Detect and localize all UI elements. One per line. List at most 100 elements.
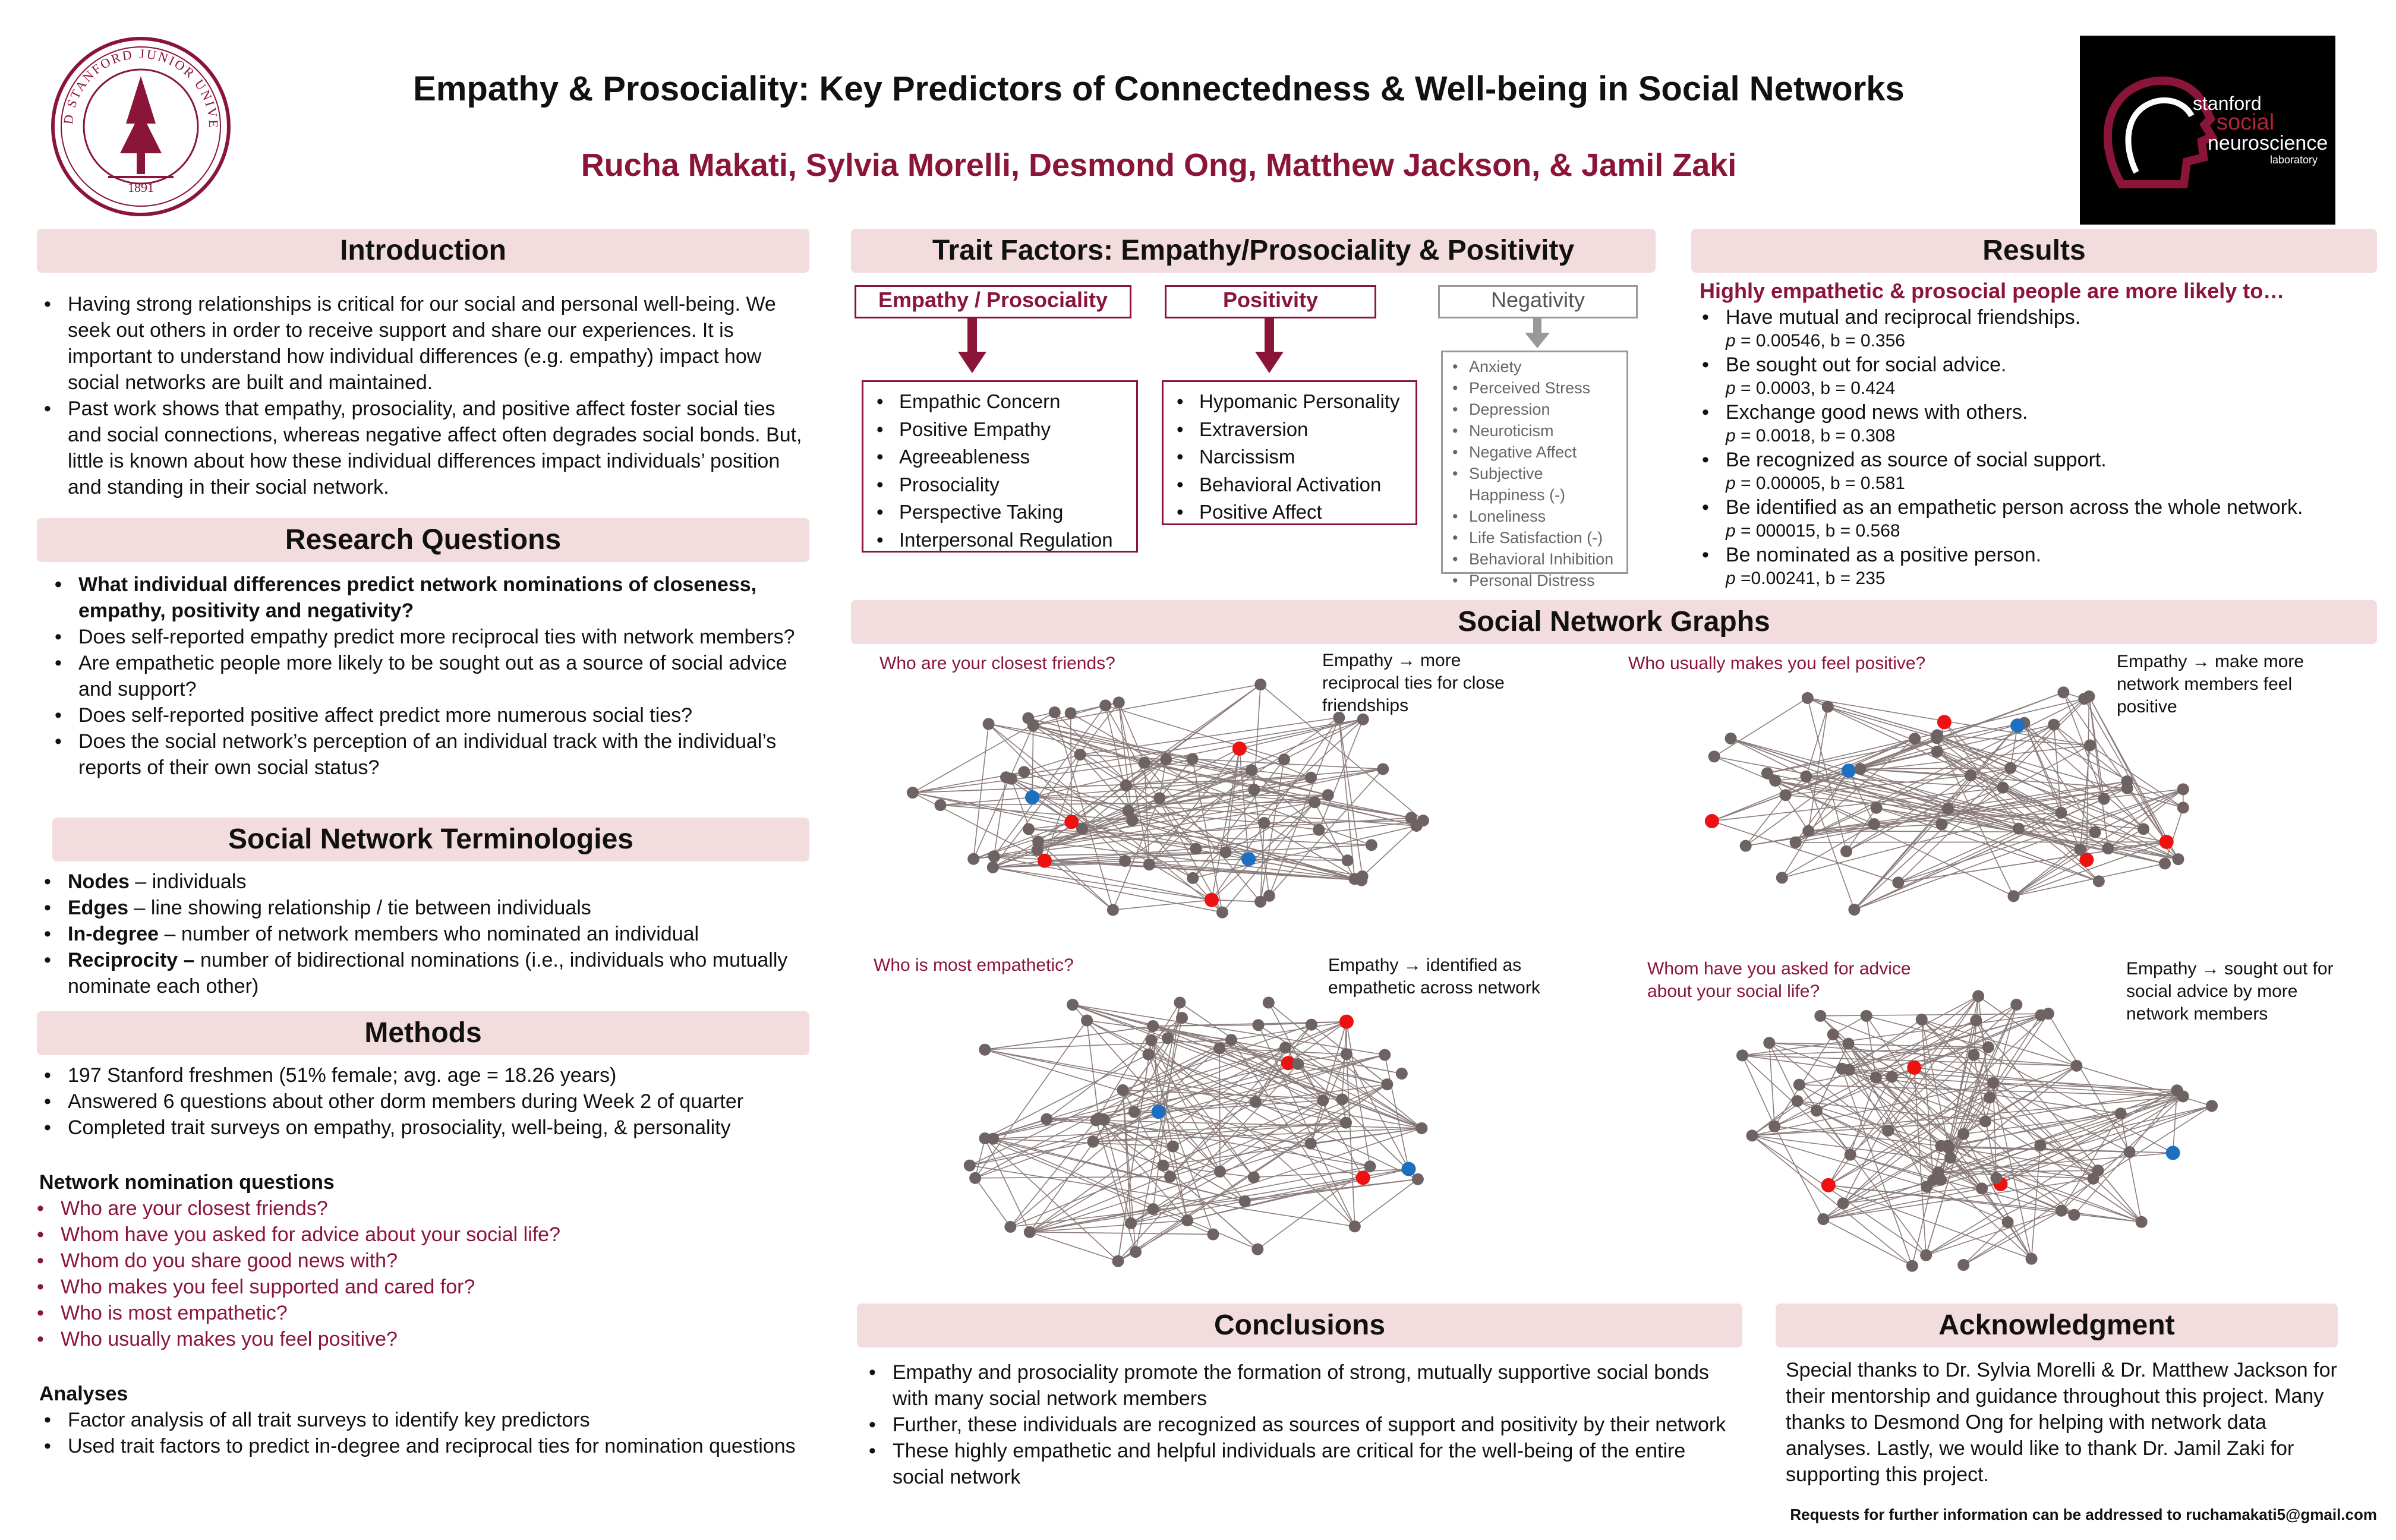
network-edge — [1011, 778, 1212, 901]
network-edge — [1993, 1082, 2177, 1091]
list-item: Completed trait surveys on empathy, pros… — [37, 1115, 821, 1141]
network-edge — [1127, 759, 1167, 812]
network-edge — [975, 1138, 986, 1178]
network-node-highlight-red — [1204, 892, 1219, 907]
network-edge — [1768, 1042, 1798, 1102]
network-edge — [1038, 841, 1114, 911]
network-edge — [1010, 1120, 1097, 1227]
network-edge — [1072, 1004, 1289, 1064]
network-node — [2159, 857, 2171, 870]
network-node — [1810, 1104, 1823, 1117]
network-edge — [1158, 1111, 1221, 1172]
network-edge — [1848, 770, 1875, 825]
network-edge — [1854, 788, 2184, 910]
network-edge — [1846, 724, 2054, 852]
results-lead: Highly empathetic & prosocial people are… — [1700, 279, 2285, 303]
lab-logo-line3: neuroscience — [2208, 132, 2328, 154]
network-edge — [1117, 1064, 1298, 1262]
list-item: Interpersonal Regulation — [872, 526, 1128, 554]
network-node — [1417, 815, 1429, 827]
poster-authors: Rucha Makati, Sylvia Morelli, Desmond On… — [581, 147, 1737, 183]
network-node — [1943, 1141, 1955, 1154]
network-edge — [1231, 1039, 1355, 1227]
graph-question-3: Who is most empathetic? — [874, 955, 1074, 975]
network-node — [1305, 1018, 1317, 1031]
network-node — [1957, 1259, 1970, 1271]
network-edge — [975, 1111, 1159, 1179]
network-node — [1997, 781, 2009, 794]
network-node — [1814, 1009, 1827, 1022]
network-node — [1076, 822, 1088, 835]
network-edge — [1797, 1100, 1948, 1147]
network-node — [963, 1159, 976, 1172]
network-node-highlight-red — [1038, 853, 1052, 868]
network-edge — [1096, 1021, 1347, 1121]
network-edge — [2040, 1096, 2183, 1146]
list-item: These highly empathetic and helpful indi… — [862, 1438, 1735, 1490]
network-edge — [1054, 712, 1114, 910]
network-node — [1957, 1128, 1970, 1140]
network-edge — [1338, 717, 1355, 879]
network-node-highlight-blue — [1025, 790, 1040, 805]
network-node — [1987, 1077, 2000, 1089]
network-edge — [994, 851, 1226, 857]
network-edge — [1921, 1019, 1950, 1148]
network-edge — [1104, 1119, 1221, 1172]
list-item: Factor analysis of all trait surveys to … — [37, 1407, 809, 1433]
network-node — [1800, 770, 1812, 782]
list-item: Subjective Happiness (-) — [1449, 463, 1621, 506]
network-node — [1262, 996, 1275, 1009]
network-edge — [984, 1138, 1118, 1262]
network-node-highlight-blue — [1151, 1104, 1166, 1119]
network-edge — [1095, 1120, 1136, 1252]
network-node — [1153, 792, 1166, 804]
list-item: Does self-reported positive affect predi… — [48, 702, 808, 728]
network-edge — [969, 1141, 1093, 1166]
network-edge — [1799, 1084, 2183, 1097]
network-edge — [912, 759, 1167, 793]
network-node — [1842, 1037, 1855, 1050]
network-node — [2098, 793, 2110, 805]
network-edge — [1711, 787, 2003, 822]
network-edge — [1248, 859, 1355, 880]
network-node-highlight-red — [1064, 815, 1079, 829]
network-edge — [1086, 1020, 1099, 1119]
network-edge — [1782, 823, 1875, 879]
network-node — [1340, 1116, 1353, 1129]
network-node — [1886, 1071, 1898, 1083]
network-edge — [1010, 1178, 1418, 1227]
network-edge — [973, 822, 1265, 860]
network-node — [1174, 996, 1186, 1009]
network-node — [1251, 1243, 1264, 1255]
network-node — [1341, 854, 1354, 867]
network-edge — [1346, 1021, 1371, 1167]
network-edge — [2031, 1145, 2041, 1259]
result-stat: p = 000015, b = 0.568 — [1726, 521, 1900, 541]
network-node — [1099, 699, 1112, 712]
network-node — [979, 1043, 991, 1056]
network-edge — [1799, 1084, 1889, 1131]
network-edge — [1846, 807, 1877, 852]
network-node — [2177, 801, 2189, 814]
network-edge — [1096, 1119, 1370, 1167]
network-node-highlight-blue — [2010, 718, 2025, 733]
network-edge — [1860, 768, 2019, 829]
list-item: Does the social network’s perception of … — [48, 728, 808, 781]
network-edge — [1833, 1034, 1941, 1181]
network-edge — [1166, 718, 1363, 760]
network-node — [1190, 842, 1202, 855]
network-edge — [1768, 1043, 1776, 1126]
network-node — [2177, 783, 2189, 796]
network-node — [1225, 1034, 1237, 1046]
network-edge — [1973, 1055, 2094, 1179]
network-edge — [1239, 748, 1249, 860]
network-node — [1249, 1096, 1262, 1108]
network-edge — [992, 841, 1039, 868]
network-node — [1098, 1113, 1110, 1126]
network-edge — [1253, 1168, 1409, 1178]
analyses-heading: Analyses — [39, 1383, 128, 1405]
network-edge — [2088, 696, 2179, 860]
network-edge — [1823, 1219, 1913, 1267]
network-edge — [1887, 996, 1979, 1131]
network-edge — [1029, 1220, 1188, 1233]
